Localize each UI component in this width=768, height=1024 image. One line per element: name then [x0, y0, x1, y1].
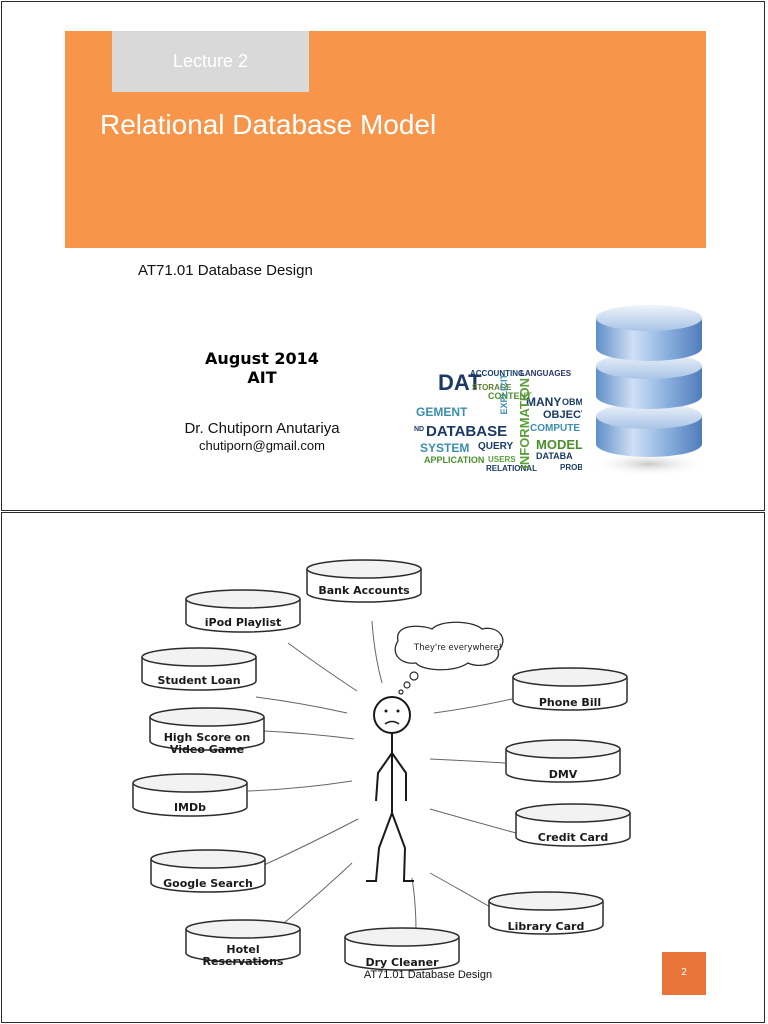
- slide-1: Lecture 2 Relational Database Model AT71…: [1, 1, 765, 511]
- author-name: Dr. Chutiporn Anutariya: [184, 420, 340, 437]
- word-cloud-word: QUERY: [478, 441, 514, 452]
- word-cloud-word: USERS: [488, 455, 516, 464]
- thought-bubble: They're everywhere!: [394, 621, 504, 695]
- connector-lines: [247, 620, 517, 932]
- word-cloud-word: CONTENT: [488, 391, 532, 401]
- db-label: Student Loan: [157, 674, 240, 687]
- word-cloud-word: PROBL: [560, 463, 582, 472]
- word-cloud-word: MODEL: [536, 437, 582, 452]
- db-student-loan: Student Loan: [141, 647, 257, 691]
- slide-title: Relational Database Model: [100, 109, 437, 140]
- stick-figure: [366, 696, 414, 882]
- db-ipod-playlist: iPod Playlist: [185, 589, 301, 633]
- db-label: Phone Bill: [539, 696, 601, 709]
- db-dmv: DMV: [505, 739, 621, 783]
- word-cloud-word: INFORMATION: [517, 378, 532, 469]
- databases-everywhere-illustration: Bank Accounts iPod Playlist Student Loan…: [132, 559, 631, 971]
- db-google-search: Google Search: [150, 849, 266, 893]
- word-cloud-word: COMPUTE: [530, 423, 580, 434]
- word-cloud-word: GEMENT: [416, 405, 468, 419]
- slide-2: Bank Accounts iPod Playlist Student Loan…: [1, 512, 765, 1023]
- word-cloud-word: LANGUAGES: [520, 369, 572, 378]
- word-cloud-word: STORAGE: [472, 383, 512, 392]
- word-cloud-word: MANY: [526, 395, 562, 409]
- lecture-tab: Lecture 2: [112, 31, 309, 92]
- organization-text: AIT: [247, 368, 277, 387]
- word-cloud-word: DATABA: [536, 451, 573, 461]
- word-cloud-word: OBJECT: [543, 409, 582, 421]
- word-cloud-word: EXPLICIT: [499, 374, 509, 415]
- database-cylinder-icon: [591, 305, 707, 476]
- word-cloud-word: ACCOUNTING: [470, 369, 525, 378]
- db-label: iPod Playlist: [205, 616, 282, 629]
- database-word-cloud-image: ACCOUNTING LANGUAGES DAT GEMENT STORAGE …: [412, 368, 582, 473]
- course-name: AT71.01 Database Design: [138, 262, 313, 279]
- db-dry-cleaner: Dry Cleaner: [344, 927, 460, 971]
- db-library-card: Library Card: [488, 891, 604, 935]
- db-phone-bill: Phone Bill: [512, 667, 628, 711]
- title-banner: Lecture 2 Relational Database Model: [65, 31, 706, 248]
- word-cloud-word: RELATIONAL: [486, 464, 537, 473]
- db-label: Credit Card: [538, 831, 609, 844]
- db-imdb: IMDb: [132, 773, 248, 817]
- author-email: chutiporn@gmail.com: [199, 438, 325, 453]
- db-credit-card: Credit Card: [515, 803, 631, 847]
- db-bank-accounts: Bank Accounts: [306, 559, 422, 603]
- db-label: Bank Accounts: [318, 584, 410, 597]
- db-label: Library Card: [508, 920, 585, 933]
- word-cloud-word: APPLICATION: [424, 455, 485, 465]
- db-label: DMV: [549, 768, 578, 781]
- word-cloud-word: OBM: [562, 397, 582, 407]
- slide-footer: AT71.01 Database Design: [363, 969, 493, 981]
- word-cloud-word: DATABASE: [426, 423, 508, 440]
- word-cloud-word: DAT: [438, 370, 482, 395]
- thought-text: They're everywhere!: [413, 643, 502, 653]
- word-cloud-word: SYSTEM: [420, 441, 470, 455]
- db-label: Google Search: [163, 877, 253, 890]
- page-number: 2: [681, 967, 687, 978]
- db-label: IMDb: [174, 801, 206, 814]
- page-number-box: 2: [662, 952, 706, 995]
- lecture-label: Lecture 2: [172, 51, 249, 71]
- db-label: Dry Cleaner: [366, 956, 440, 969]
- word-cloud-word: ND: [414, 426, 425, 433]
- date-text: August 2014: [205, 349, 319, 368]
